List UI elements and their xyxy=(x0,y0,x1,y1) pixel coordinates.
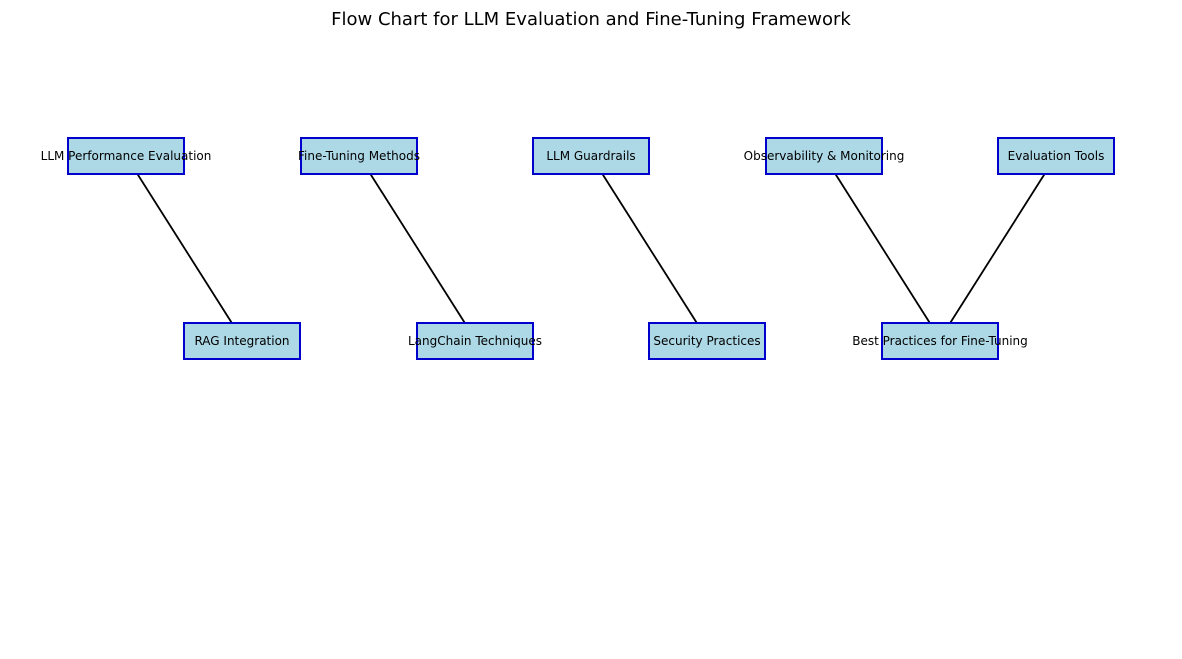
edge-arrow-evaluation-tools-to-best-practices-fine-tuning xyxy=(940,155,1057,339)
node-label: Evaluation Tools xyxy=(1008,149,1105,163)
node-box xyxy=(67,137,185,175)
node-box xyxy=(765,137,883,175)
node-rag-integration: RAG Integration xyxy=(183,322,301,360)
node-box xyxy=(881,322,999,360)
nodes-layer: LLM Performance Evaluation Fine-Tuning Me… xyxy=(41,137,1115,360)
node-llm-guardrails: LLM Guardrails xyxy=(532,137,650,175)
node-llm-performance-evaluation: LLM Performance Evaluation xyxy=(41,137,212,175)
edge-arrow-llm-performance-evaluation-to-rag-integration xyxy=(125,155,242,339)
node-box xyxy=(416,322,534,360)
node-fine-tuning-methods: Fine-Tuning Methods xyxy=(298,137,420,175)
node-box xyxy=(997,137,1115,175)
node-langchain-techniques: LangChain Techniques xyxy=(408,322,542,360)
node-label: Observability & Monitoring xyxy=(744,149,905,163)
node-evaluation-tools: Evaluation Tools xyxy=(997,137,1115,175)
node-observability-monitoring: Observability & Monitoring xyxy=(744,137,905,175)
chart-title: Flow Chart for LLM Evaluation and Fine-T… xyxy=(331,9,851,30)
node-label: Best Practices for Fine-Tuning xyxy=(852,334,1028,348)
node-box xyxy=(532,137,650,175)
node-label: LLM Guardrails xyxy=(546,149,635,163)
node-security-practices: Security Practices xyxy=(648,322,766,360)
node-label: LLM Performance Evaluation xyxy=(41,149,212,163)
node-box xyxy=(300,137,418,175)
node-label: LangChain Techniques xyxy=(408,334,542,348)
node-label: Fine-Tuning Methods xyxy=(298,149,420,163)
node-box xyxy=(648,322,766,360)
edges-layer xyxy=(125,155,1057,339)
node-best-practices-fine-tuning: Best Practices for Fine-Tuning xyxy=(852,322,1028,360)
edge-arrow-observability-monitoring-to-best-practices-fine-tuning xyxy=(823,155,940,339)
edge-arrow-fine-tuning-methods-to-langchain-techniques xyxy=(358,155,475,339)
edge-arrow-llm-guardrails-to-security-practices xyxy=(590,155,707,339)
node-label: RAG Integration xyxy=(194,334,289,348)
node-box xyxy=(183,322,301,360)
node-label: Security Practices xyxy=(653,334,760,348)
